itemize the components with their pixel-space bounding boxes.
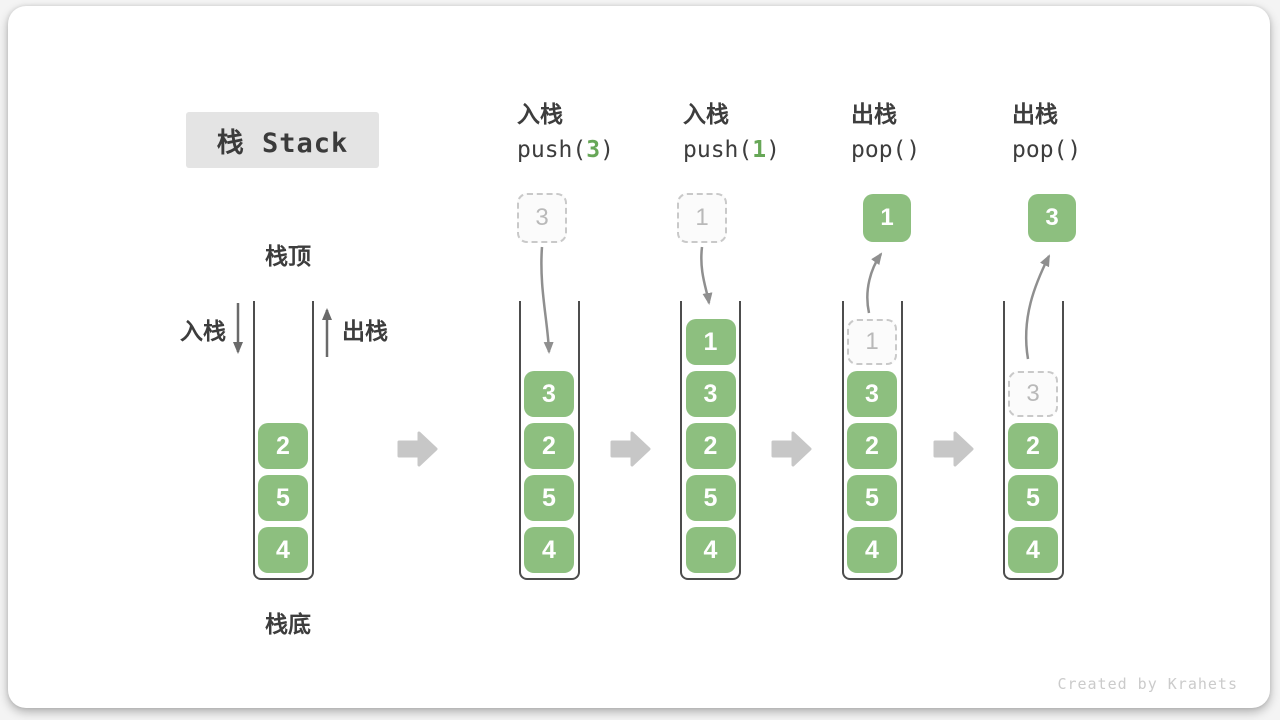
- popped-ghost-slot: 3: [1008, 371, 1058, 417]
- stack-element: 5: [685, 475, 736, 521]
- stack-element: 5: [524, 475, 574, 521]
- operation-label-pop-3: 出栈 pop(): [1012, 103, 1182, 162]
- stack-element: 4: [258, 527, 308, 573]
- incoming-element: 1: [677, 193, 727, 243]
- operation-code-label: push(1): [683, 137, 780, 163]
- operation-code-label: pop(): [1012, 137, 1082, 163]
- stack-element: 4: [524, 527, 574, 573]
- diagram-title: 栈 Stack: [186, 112, 379, 168]
- operation-cn-label: 出栈: [851, 101, 897, 127]
- operation-cn-label: 入栈: [517, 101, 563, 127]
- stack-element: 2: [847, 423, 897, 469]
- operation-code-label: push(3): [517, 137, 614, 163]
- stack-element: 5: [847, 475, 897, 521]
- operation-cn-label: 出栈: [1012, 101, 1058, 127]
- operation-label-push-3: 入栈 push(3): [517, 103, 687, 162]
- stack-element: 3: [847, 371, 897, 417]
- stack-element: 4: [1008, 527, 1058, 573]
- stack-element: 4: [685, 527, 736, 573]
- stack-element: 2: [685, 423, 736, 469]
- stack-element: 5: [258, 475, 308, 521]
- stack-element: 4: [847, 527, 897, 573]
- operation-code-arg: 3: [586, 137, 601, 163]
- operation-cn-label: 入栈: [683, 101, 729, 127]
- operation-code-arg: 1: [752, 137, 767, 163]
- push-side-label: 入栈: [180, 318, 226, 344]
- stack-element: 3: [524, 371, 574, 417]
- watermark: Created by Krahets: [1057, 675, 1238, 693]
- stack-bottom-label: 栈底: [265, 611, 311, 637]
- stack-top-label: 栈顶: [265, 243, 311, 269]
- stack-element: 2: [1008, 423, 1058, 469]
- pop-side-label: 出栈: [342, 318, 388, 344]
- popped-ghost-slot: 1: [847, 319, 897, 365]
- stack-element: 1: [685, 319, 736, 365]
- operation-label-pop-1: 出栈 pop(): [851, 103, 1021, 162]
- stack-element: 2: [524, 423, 574, 469]
- incoming-element: 3: [517, 193, 567, 243]
- stack-element: 5: [1008, 475, 1058, 521]
- popped-element: 1: [863, 194, 911, 242]
- stack-element: 2: [258, 423, 308, 469]
- popped-element: 3: [1028, 194, 1076, 242]
- operation-code-label: pop(): [851, 137, 921, 163]
- stack-element: 3: [685, 371, 736, 417]
- operation-label-push-1: 入栈 push(1): [683, 103, 853, 162]
